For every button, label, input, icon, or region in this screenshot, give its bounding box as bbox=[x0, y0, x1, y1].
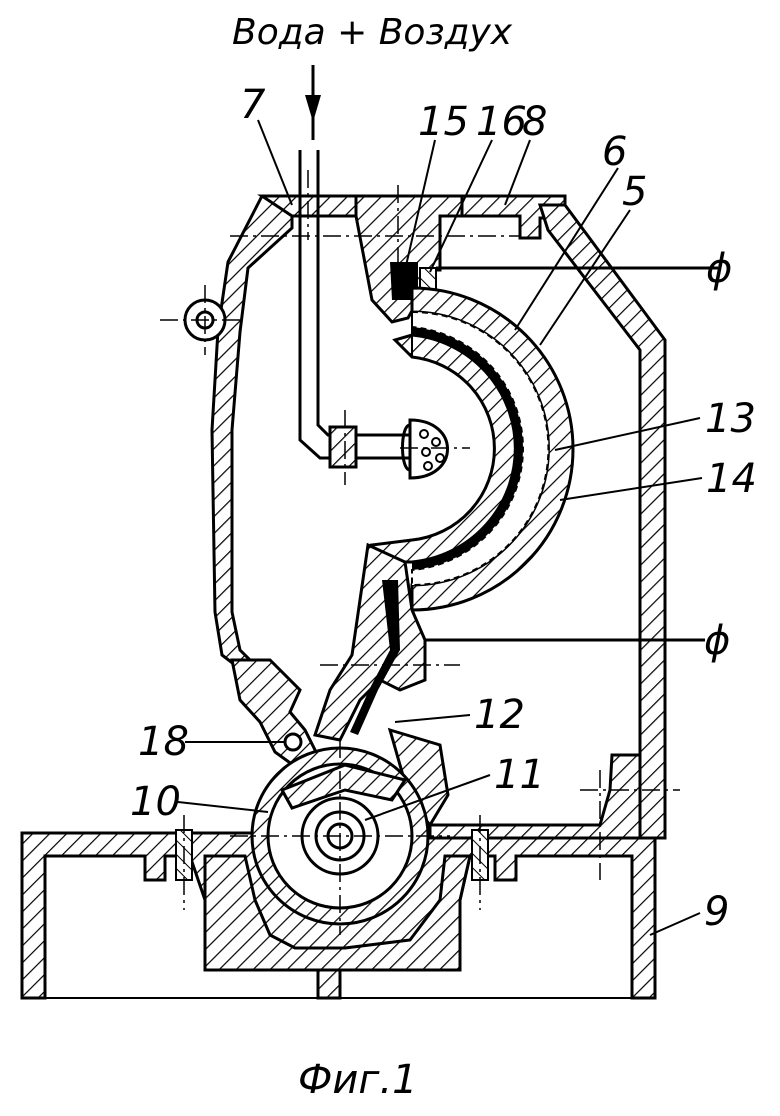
rotor bbox=[230, 727, 450, 935]
arc-chamber bbox=[369, 286, 575, 612]
leader-lines bbox=[177, 119, 703, 936]
label-5: 5 bbox=[622, 169, 647, 215]
figure-caption: Фиг.1 bbox=[298, 1057, 418, 1103]
inlet-label: Вода + Воздух bbox=[232, 12, 513, 53]
label-12: 12 bbox=[474, 692, 525, 738]
label-7: 7 bbox=[240, 82, 266, 128]
label-15: 15 bbox=[418, 99, 469, 145]
inlet-arrow bbox=[305, 65, 321, 140]
label-11: 11 bbox=[494, 752, 545, 798]
lower-channel bbox=[313, 542, 460, 742]
terminal-top-symbol: ϕ bbox=[706, 246, 732, 292]
label-18: 18 bbox=[138, 719, 189, 765]
label-10: 10 bbox=[130, 779, 181, 825]
label-8: 8 bbox=[522, 99, 547, 145]
bolts bbox=[175, 815, 489, 910]
mounting-eye bbox=[160, 285, 240, 355]
water-air-pipe bbox=[298, 150, 470, 485]
label-14: 14 bbox=[706, 456, 757, 502]
label-6: 6 bbox=[602, 129, 627, 175]
electrical-leads bbox=[425, 266, 718, 642]
housing bbox=[210, 194, 680, 880]
terminal-bottom-symbol: ϕ bbox=[704, 618, 730, 664]
label-13: 13 bbox=[705, 396, 756, 442]
label-16: 16 bbox=[476, 99, 527, 145]
label-9: 9 bbox=[704, 889, 729, 935]
